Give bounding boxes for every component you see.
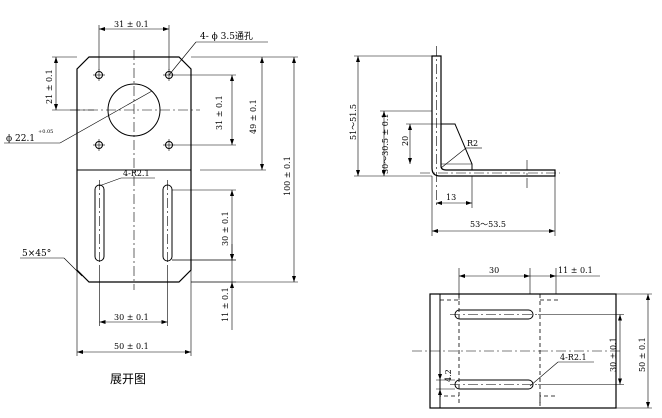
bracket-outline bbox=[431, 55, 556, 177]
dim-slot-callout: 4-R2.1 bbox=[123, 169, 150, 178]
dim-13: 13 bbox=[446, 193, 456, 202]
dim-slot-length: 30 ± 0.1 bbox=[221, 211, 230, 246]
flat-outline bbox=[76, 56, 192, 283]
dim-top-11: 11 ± 0.1 bbox=[558, 266, 593, 275]
flat-view-caption: 展开图 bbox=[110, 372, 146, 386]
dim-big-hole: ϕ 22.1 bbox=[6, 134, 35, 144]
dim-hole-height: 49 ± 0.1 bbox=[249, 99, 258, 134]
dim-hole-callout: 4- ϕ 3.5通孔 bbox=[200, 31, 253, 42]
dim-total-width: 50 ± 0.1 bbox=[114, 342, 149, 351]
dim-vert-spacing: 31 ± 0.1 bbox=[215, 95, 224, 130]
dim-top-4-2: 4.2 bbox=[444, 369, 453, 382]
dim-top-30-vert: 30 ± 0.1 bbox=[609, 337, 618, 372]
dim-radius: R2 bbox=[467, 139, 478, 148]
dim-chamfer: 5×45° bbox=[22, 249, 51, 259]
dim-total-height: 100 ± 0.1 bbox=[283, 156, 292, 196]
dim-top-slot-callout: 4-R2.1 bbox=[560, 353, 587, 362]
dim-side-inner-height: 30～30.5 ± 0.1 bbox=[381, 113, 390, 174]
dim-slot-spacing: 30 ± 0.1 bbox=[114, 313, 149, 322]
dim-side-height: 51～51.5 bbox=[349, 104, 358, 140]
dim-side-length: 53～53.5 bbox=[470, 220, 506, 229]
dim-hole-spacing: 31 ± 0.1 bbox=[114, 20, 149, 29]
rib bbox=[441, 123, 473, 170]
dim-bottom-offset: 11 ± 0.1 bbox=[221, 287, 230, 322]
dim-big-hole-tol: +0.05 bbox=[38, 129, 53, 135]
big-hole bbox=[107, 83, 161, 137]
flat-pattern-view: 31 ± 0.1 4- ϕ 3.5通孔 21 ± 0.1 ϕ 22.1 +0.0… bbox=[4, 20, 298, 386]
top-view: 30 11 ± 0.1 30 ± 0.1 50 ± 0.1 4-R2.1 4.2 bbox=[412, 266, 652, 409]
side-view: 51～51.5 30～30.5 ± 0.1 20 R2 13 53～53.5 bbox=[349, 46, 560, 236]
slots bbox=[94, 180, 173, 266]
dim-top-30: 30 bbox=[489, 266, 499, 275]
dim-20: 20 bbox=[401, 136, 410, 146]
dim-top-offset: 21 ± 0.1 bbox=[45, 69, 54, 104]
dim-top-50: 50 ± 0.1 bbox=[638, 337, 647, 372]
